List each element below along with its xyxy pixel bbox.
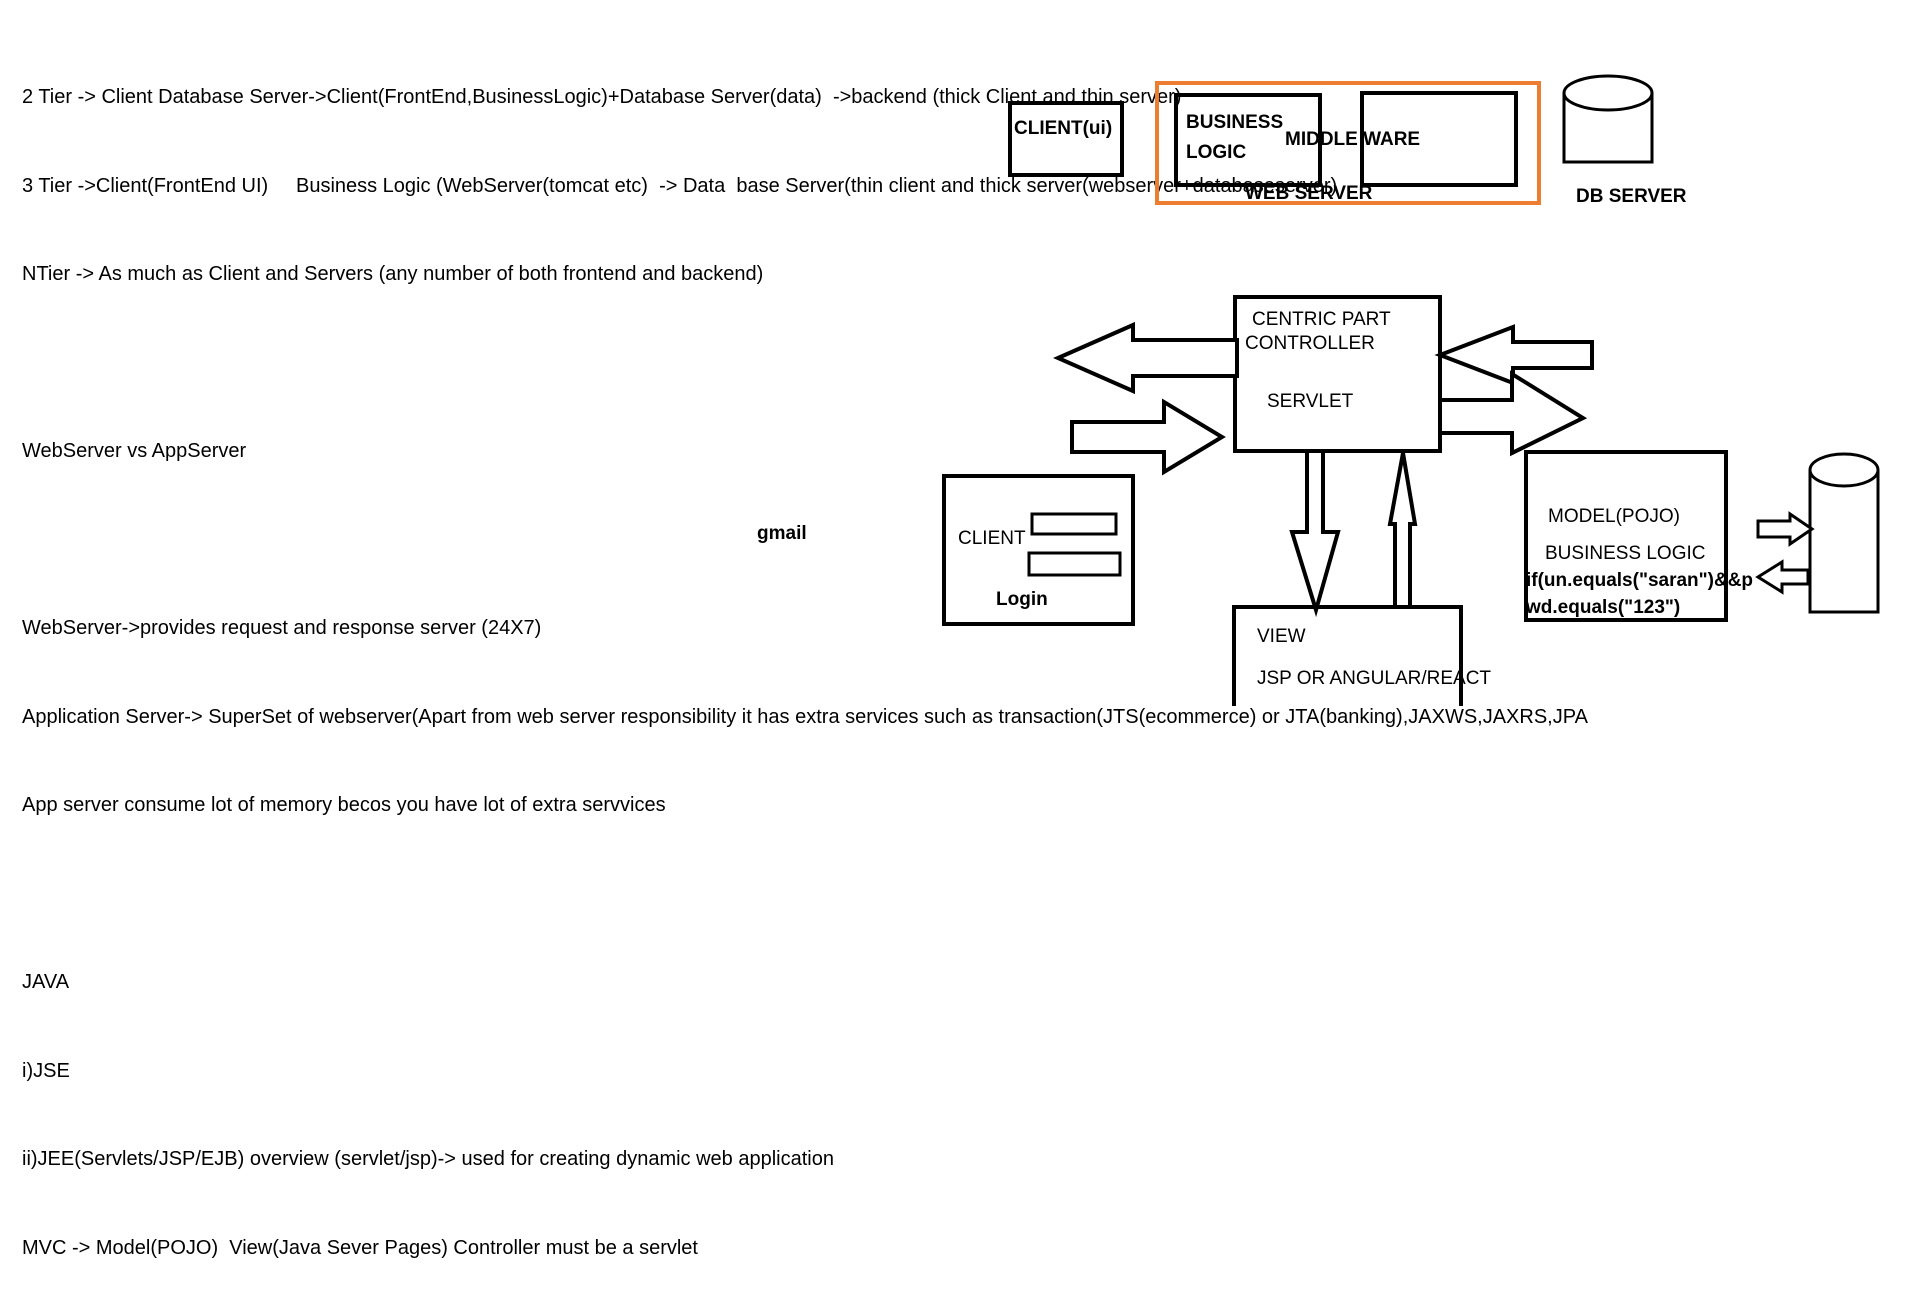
arrow-down-to-view	[1289, 449, 1341, 618]
view-label-line2: JSP OR ANGULAR/REACT	[1257, 668, 1492, 689]
password-field-shape	[1027, 551, 1122, 577]
business-logic-box	[1174, 93, 1322, 187]
note-line: WebServer->provides request and response…	[22, 617, 542, 639]
note-line: WebServer vs AppServer	[22, 440, 247, 462]
model-label-line2: BUSINESS LOGIC	[1545, 543, 1706, 564]
note-line: Application Server-> SuperSet of webserv…	[22, 705, 1588, 728]
note-line: App server consume lot of memory becos y…	[22, 794, 666, 816]
model-code-line1: if(un.equals("saran")&&p	[1526, 570, 1754, 591]
middleware-label: MIDDLE WARE	[1285, 129, 1421, 150]
client-ui-label: CLIENT(ui)	[1014, 118, 1113, 139]
note-line	[22, 880, 1588, 910]
web-server-border	[1155, 81, 1541, 205]
view-box	[1232, 605, 1463, 706]
arrow-right-to-model	[1438, 370, 1588, 457]
note-line: i)JSE	[22, 1059, 70, 1082]
note-line: NTier -> As much as Client and Servers (…	[22, 263, 764, 285]
view-label-line1: VIEW	[1257, 626, 1306, 647]
business-logic-label-line2: LOGIC	[1186, 142, 1247, 163]
web-server-label: WEB SERVER	[1245, 183, 1373, 204]
username-field-shape	[1030, 512, 1118, 536]
controller-label-line1: CENTRIC PART	[1252, 309, 1391, 330]
db-server-cylinder	[1562, 74, 1654, 164]
client-label: CLIENT	[958, 528, 1026, 549]
note-line: JAVA	[22, 971, 70, 993]
model-code-line2: wd.equals("123")	[1526, 597, 1681, 618]
gmail-label: gmail	[757, 523, 807, 544]
controller-label-line2: CONTROLLER	[1245, 333, 1375, 354]
diagram-canvas	[942, 74, 1880, 706]
controller-label-line3: SERVLET	[1267, 391, 1354, 412]
arrow-right-into-controller	[1070, 398, 1226, 476]
arrow-left-from-controller	[1053, 321, 1239, 395]
business-logic-label-line1: BUSINESS	[1186, 112, 1284, 133]
arrow-model-to-db	[1756, 511, 1815, 547]
arrow-up-from-view	[1387, 452, 1418, 609]
middleware-box	[1360, 91, 1518, 187]
note-line: 2 Tier -> Client Database Server->Client…	[22, 86, 1182, 108]
model-box	[1524, 450, 1728, 622]
client-box	[942, 474, 1135, 626]
note-line: 3 Tier ->Client(FrontEnd UI) Business Lo…	[22, 174, 1338, 197]
login-label: Login	[996, 589, 1048, 610]
note-line: ii)JEE(Servlets/JSP/EJB) overview (servl…	[22, 1148, 834, 1170]
arrow-db-to-model	[1755, 559, 1810, 595]
model-label-line1: MODEL(POJO)	[1548, 506, 1680, 527]
db-server-label: DB SERVER	[1576, 186, 1687, 207]
model-db-cylinder	[1808, 452, 1880, 614]
note-line: MVC -> Model(POJO) View(Java Sever Pages…	[22, 1236, 698, 1259]
client-ui-box	[1008, 101, 1124, 177]
